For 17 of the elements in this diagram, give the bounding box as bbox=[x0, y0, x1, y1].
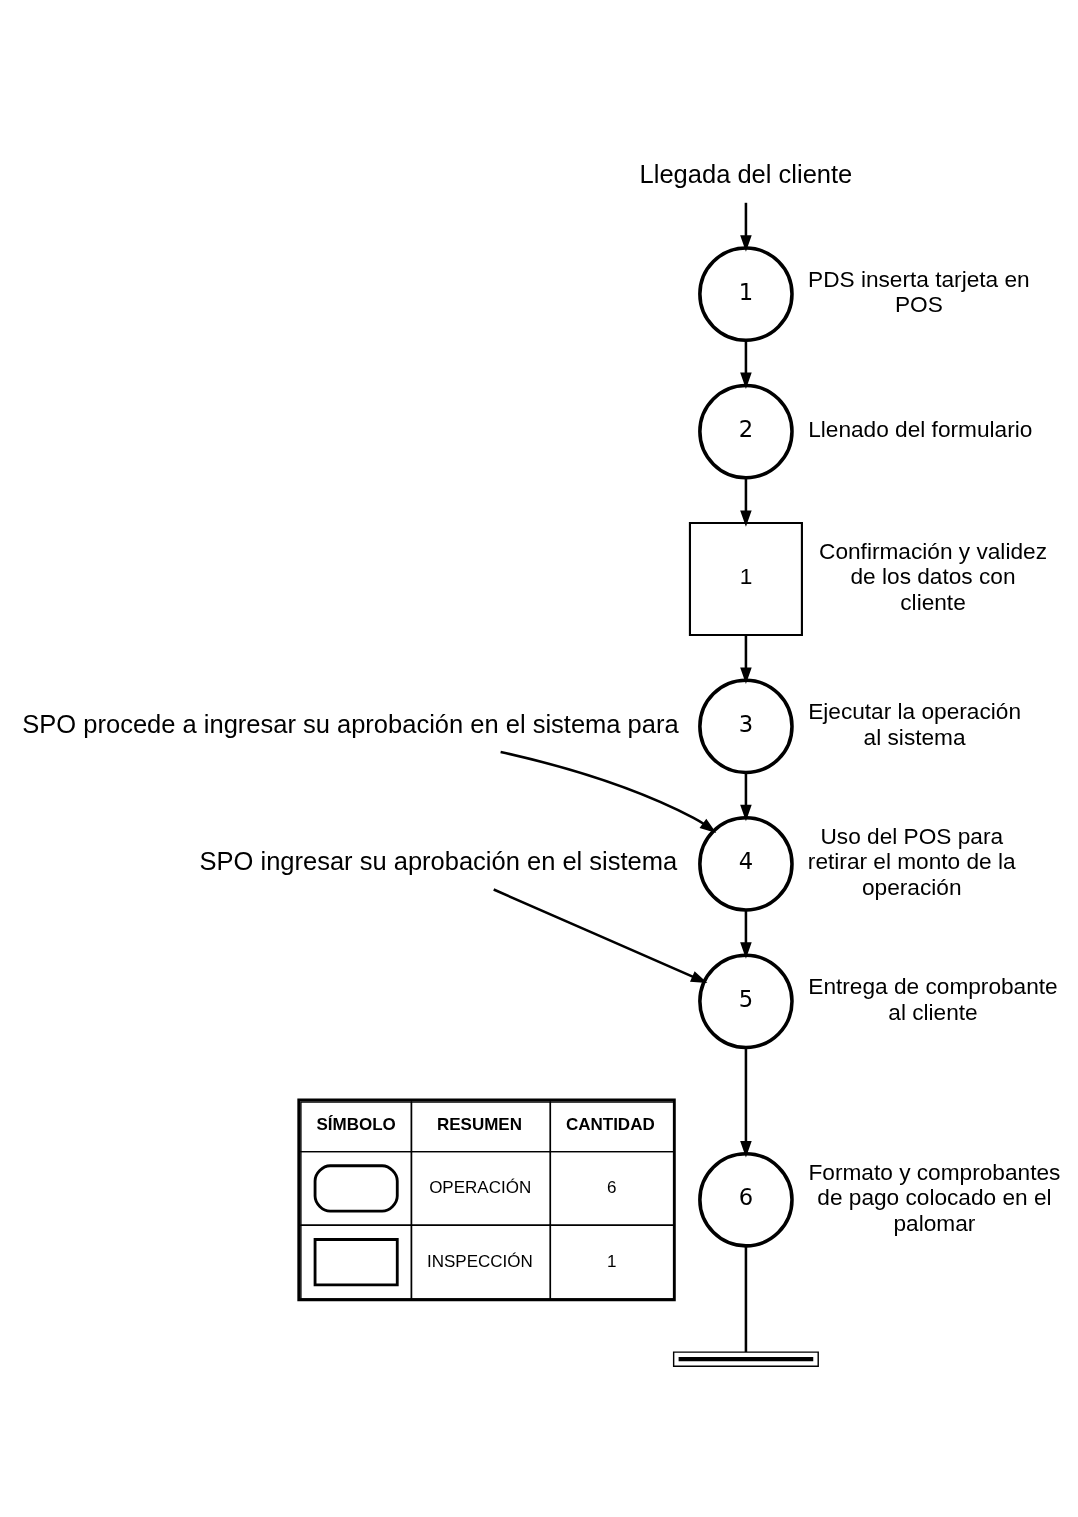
label: CANTIDAD bbox=[565, 1114, 655, 1134]
node-label: Confirmación y validez de los datos con cliente bbox=[819, 537, 1047, 615]
label: 1 bbox=[607, 1251, 617, 1271]
node-label: Uso del POS para retirar el monto de la operación bbox=[807, 822, 1016, 900]
node-label: Entrega de comprobante al cliente bbox=[808, 972, 1058, 1025]
label: INSPECCIÓN bbox=[427, 1251, 533, 1271]
node-text: SPO procede a ingresar su aprobación en el sistema para bbox=[22, 709, 679, 738]
node-label: Llenado del formulario bbox=[808, 415, 1033, 442]
label: 6 bbox=[607, 1177, 617, 1197]
label: SÍMBOLO bbox=[316, 1114, 396, 1134]
node-label: Formato y comprobantes de pago colocado en el palomar bbox=[808, 1158, 1061, 1236]
node-label: Ejecutar la operación al sistema bbox=[808, 697, 1022, 750]
label: RESUMEN bbox=[436, 1114, 522, 1134]
node-text: SPO ingresar su aprobación en el sistema bbox=[199, 846, 678, 875]
node-label: PDS inserta tarjeta en POS bbox=[808, 265, 1030, 317]
node-text: Llegada del cliente bbox=[639, 159, 853, 188]
label: OPERACIÓN bbox=[429, 1177, 532, 1197]
